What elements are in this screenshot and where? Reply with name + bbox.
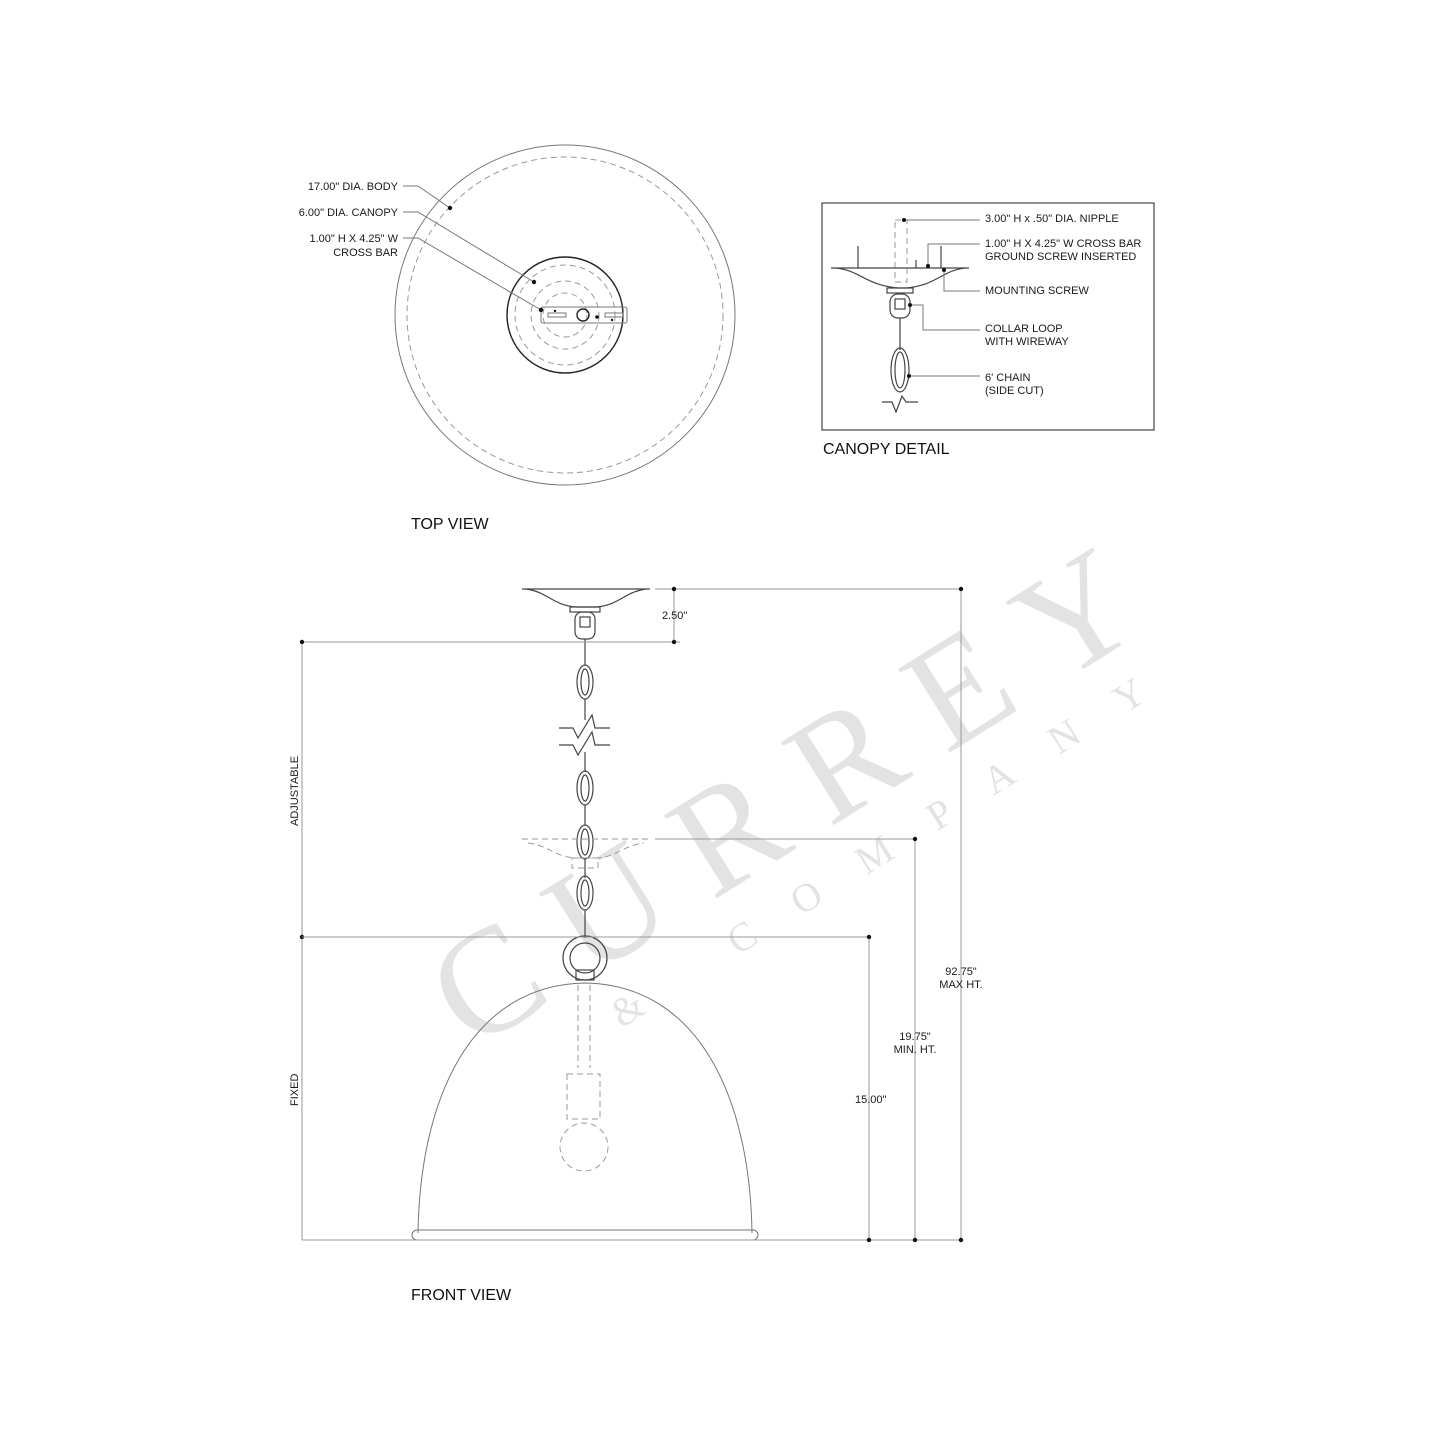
bulb (559, 1122, 609, 1172)
dim-canopy-height: 2.50" (662, 610, 687, 622)
dim-min-height-label: MIN. HT. (894, 1044, 937, 1056)
front-view: 2.50" ADJUSTABLE FIXED 15.00" 19.75" MIN… (289, 586, 983, 1304)
dim-max-height-label: MAX HT. (939, 979, 982, 991)
dim-min-height-value: 19.75" (899, 1031, 931, 1043)
label-fixed: FIXED (289, 1074, 301, 1106)
canopy-detail-title: CANOPY DETAIL (823, 441, 950, 458)
canopy (522, 588, 650, 608)
callout-wireway: WITH WIREWAY (985, 336, 1069, 348)
dim-max-height-value: 92.75" (945, 966, 977, 978)
canopy-detail: 3.00" H x .50" DIA. NIPPLE 1.00" H X 4.2… (821, 202, 1155, 458)
callout-chain: 6' CHAIN (985, 372, 1031, 384)
callout-ground-screw: GROUND SCREW INSERTED (985, 251, 1136, 263)
cross-bar (540, 306, 628, 324)
nipple-hole (576, 308, 590, 322)
body-inner-dashed (406, 156, 724, 474)
watermark: CURREY & COMPANY (401, 496, 1198, 1080)
socket (566, 1073, 601, 1120)
callout-mounting-screw: MOUNTING SCREW (985, 285, 1090, 297)
top-view: 17.00" DIA. BODY 6.00" DIA. CANOPY 1.00"… (299, 144, 736, 533)
callout-canopy-dia: 6.00" DIA. CANOPY (299, 207, 399, 219)
chain-break (559, 713, 610, 740)
callout-cross-bar-label: CROSS BAR (333, 247, 398, 259)
callout-cross-bar: 1.00" H X 4.25" W CROSS BAR (985, 238, 1141, 250)
shade-body (417, 982, 753, 1234)
watermark-brand: CURREY (401, 496, 1198, 1080)
label-adjustable: ADJUSTABLE (289, 756, 301, 826)
callout-nipple: 3.00" H x .50" DIA. NIPPLE (985, 213, 1119, 225)
callout-body-dia: 17.00" DIA. BODY (308, 181, 399, 193)
canopy-outline (506, 256, 624, 374)
callout-side-cut: (SIDE CUT) (985, 385, 1044, 397)
canopy-detail-frame (821, 202, 1155, 431)
callout-collar-loop: COLLAR LOOP (985, 323, 1063, 335)
top-view-title: TOP VIEW (411, 516, 490, 533)
callout-cross-bar-size: 1.00" H X 4.25" W (309, 233, 398, 245)
front-view-title: FRONT VIEW (411, 1287, 512, 1304)
shade-rim (411, 1229, 759, 1241)
body-outline (394, 144, 736, 486)
dim-fixed-height: 15.00" (855, 1094, 887, 1106)
